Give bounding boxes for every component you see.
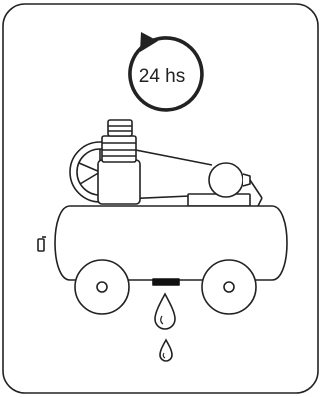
panel-frame: [2, 3, 319, 394]
drain-valve: [152, 278, 180, 286]
clockwise-arrow-icon: [128, 32, 204, 112]
wheel-right: [201, 259, 257, 315]
timer-label: 24 hs: [139, 66, 185, 87]
air-compressor-icon: [37, 119, 288, 315]
motor: [187, 162, 263, 207]
compressor-head: [97, 119, 141, 205]
water-drop-icon: [154, 292, 176, 330]
wheel-left: [74, 259, 130, 315]
water-drop-icon: [159, 338, 173, 362]
